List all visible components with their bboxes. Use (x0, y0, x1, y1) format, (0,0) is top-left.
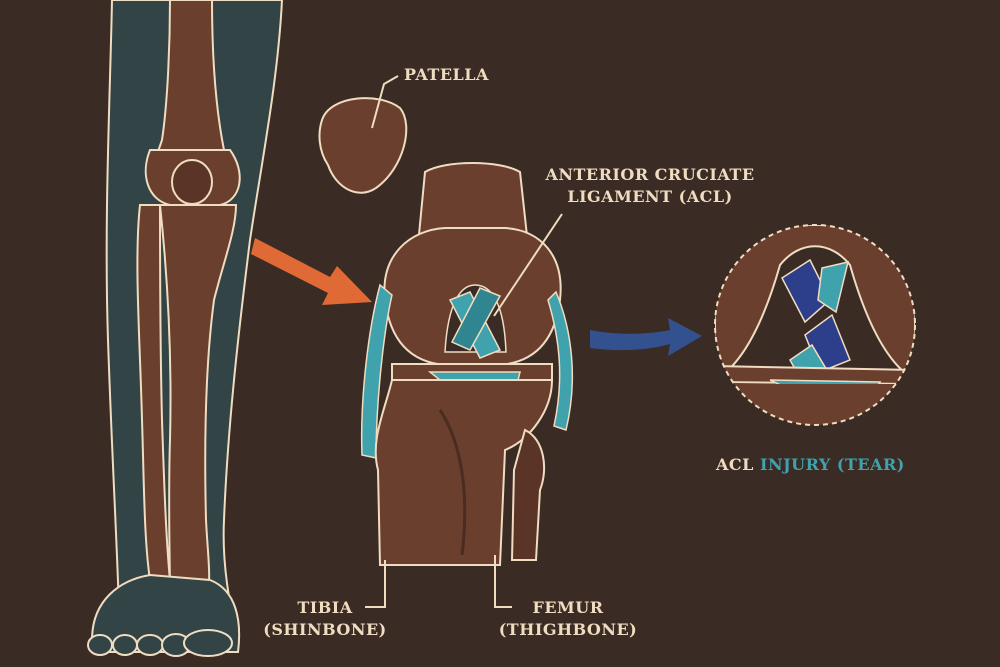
arrow-right-icon (590, 318, 702, 356)
acl-tear-closeup (714, 224, 916, 426)
patella-label: PATELLA (404, 65, 489, 84)
femur-label-line2: (THIGHBONE) (498, 620, 638, 639)
tibia-label: TIBIA (SHINBONE) (255, 597, 395, 641)
acl-label-line2: LIGAMENT (ACL) (567, 187, 733, 206)
tibia-label-line2: (SHINBONE) (263, 620, 387, 639)
tibia-leader-line (365, 560, 386, 608)
acl-label-line1: ANTERIOR CRUCIATE (545, 165, 755, 184)
knee-closeup (360, 162, 574, 566)
acl-injury-label-tear: INJURY (TEAR) (759, 455, 905, 474)
zoom-circle-outline (714, 224, 916, 426)
femur-label: FEMUR (THIGHBONE) (488, 597, 648, 641)
femur-label-line1: FEMUR (532, 598, 604, 617)
patella-leader-line (371, 75, 399, 129)
lateral-collateral-ligament (547, 290, 574, 431)
toes (87, 629, 233, 657)
arrow-right-down-icon (251, 238, 372, 305)
tibia-label-line1: TIBIA (297, 598, 353, 617)
acl-label: ANTERIOR CRUCIATE LIGAMENT (ACL) (520, 164, 780, 208)
knee-fibula (510, 428, 546, 561)
knee-femur-shaft (416, 162, 530, 246)
leg-illustration (87, 0, 284, 657)
patella-bone (318, 97, 408, 194)
acl-leader-line (493, 213, 563, 317)
pcl-ligament (450, 287, 502, 351)
femur-leader-line (494, 555, 512, 608)
medial-collateral-ligament (360, 283, 393, 459)
leg-patella (171, 159, 213, 205)
knee-tibia (374, 379, 554, 566)
acl-injury-label-acl: ACL (716, 455, 754, 474)
acl-injury-label: ACL INJURY (TEAR) (716, 454, 905, 476)
